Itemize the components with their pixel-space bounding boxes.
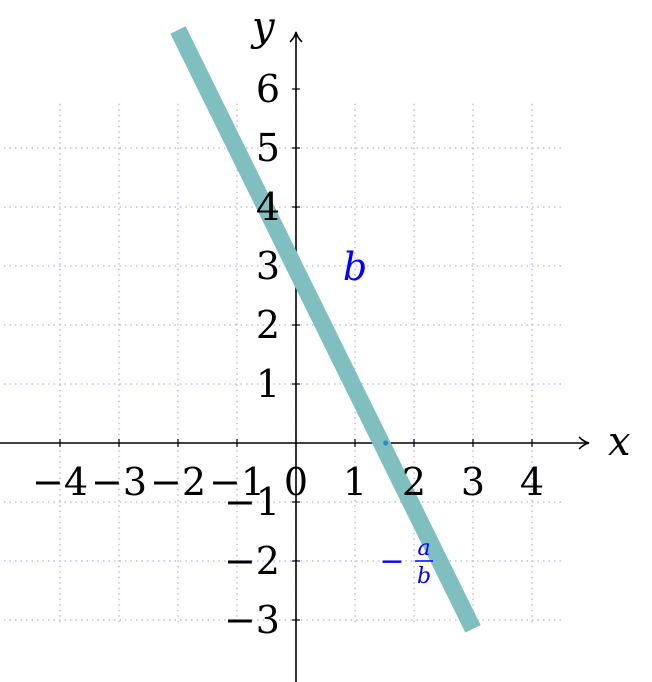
y-tick-label: 4 [256,185,280,229]
intercept-annotation: b [343,245,367,289]
x-tick-label: 3 [461,460,485,504]
y-tick-label: −2 [224,539,280,583]
x-tick-label: −4 [32,460,88,504]
y-tick-label: −3 [224,598,280,642]
y-tick-label: −1 [224,480,280,524]
root-annotation-denominator: b [417,564,431,589]
series-line [170,26,481,633]
x-tick-label: 2 [402,460,426,504]
x-tick-label: −3 [91,460,147,504]
root-annotation-numerator: a [417,536,430,561]
x-tick-label: 1 [343,460,367,504]
series-layer [170,26,481,633]
y-axis-label: y [250,4,276,50]
y-tick-label: 2 [256,303,280,347]
annotations: b−ab [343,245,433,589]
grid [3,103,562,623]
x-axis-label: x [608,419,631,465]
x-tick-label: 0 [284,460,308,504]
x-tick-label: 4 [520,460,544,504]
y-tick-label: 3 [256,244,280,288]
y-tick-label: 6 [256,67,280,111]
x-tick-label: −1 [209,460,265,504]
x-intercept-point [383,440,389,446]
axes [0,31,590,682]
y-tick-label: 5 [256,126,280,170]
x-tick-label: −2 [150,460,206,504]
y-tick-label: 1 [256,362,280,406]
root-annotation-minus: − [379,544,404,579]
